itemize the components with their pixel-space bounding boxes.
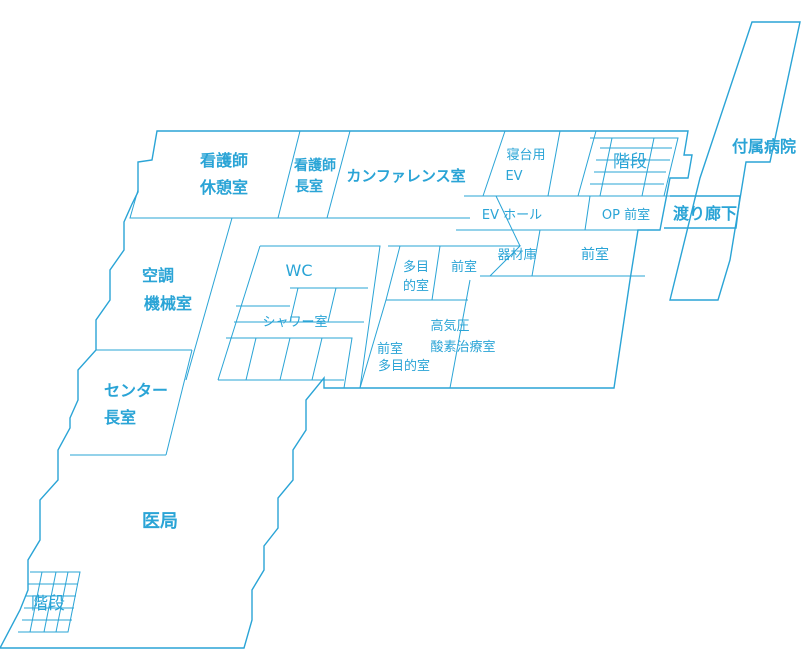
label-hvac-1: 空調 (142, 266, 174, 285)
label-affiliated-hospital: 付属病院 (732, 137, 796, 156)
label-multi-a-2: 的室 (403, 278, 429, 294)
label-hyperbaric-2: 酸素治療室 (430, 339, 495, 355)
floor-plan-walls (0, 21, 801, 649)
label-anteroom-multi-2: 多目的室 (378, 358, 430, 374)
label-center-chief-1: センター (104, 381, 168, 400)
label-op-anteroom: OP 前室 (602, 207, 650, 223)
label-sleeper-ev-1: 寝台用 (506, 147, 545, 163)
label-nurse-rest-2: 休憩室 (199, 178, 248, 197)
label-multi-a-1: 多目 (403, 259, 429, 275)
label-nurse-rest-1: 看護師 (199, 151, 248, 170)
label-ev-hall: EV ホール (482, 208, 542, 223)
label-hvac-2: 機械室 (144, 294, 192, 313)
label-medical-office: 医局 (142, 511, 178, 532)
label-equipment: 器材庫 (497, 248, 536, 263)
label-stairs-top: 階段 (613, 152, 647, 172)
label-center-chief-2: 長室 (104, 408, 136, 427)
label-shower: シャワー室 (262, 314, 327, 330)
label-anteroom-2: 前室 (581, 246, 609, 263)
label-hyperbaric-1: 高気圧 (430, 318, 469, 334)
label-corridor: 渡り廊下 (673, 204, 737, 223)
room-labels: 看護師 休憩室 看護師 長室 カンファレンス室 寝台用 EV 階段 付属病院 渡… (31, 137, 796, 614)
label-anteroom-multi-1: 前室 (377, 341, 403, 357)
label-nurse-chief-2: 長室 (295, 178, 323, 195)
label-stairs-bottom: 階段 (31, 594, 65, 614)
label-conference: カンファレンス室 (346, 167, 465, 185)
label-wc: WC (286, 261, 313, 280)
label-sleeper-ev-2: EV (505, 169, 522, 184)
label-nurse-chief-1: 看護師 (293, 157, 336, 174)
label-anteroom-1: 前室 (451, 259, 477, 275)
